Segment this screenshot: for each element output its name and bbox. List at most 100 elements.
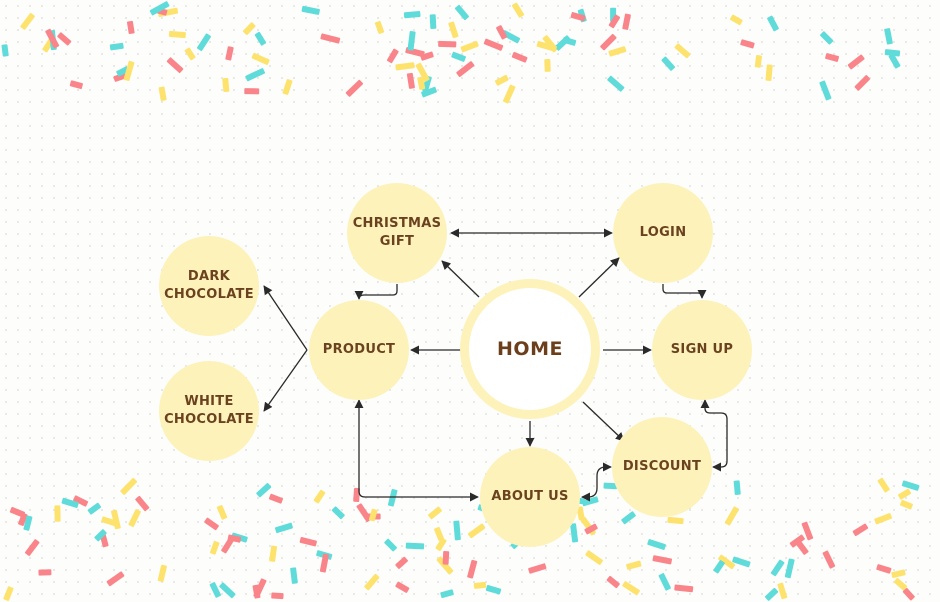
sprinkle [606,575,620,589]
sprinkle [395,62,415,71]
node-christmas-gift-label: CHRISTMAS GIFT [352,216,442,249]
sprinkle [274,522,293,534]
sprinkle [111,509,121,530]
sprinkle [254,31,267,46]
sprinkle [301,5,320,15]
sprinkle [368,508,378,522]
sprinkle [467,523,486,539]
sprinkle [600,33,617,51]
sprinkle [3,586,14,601]
node-sign-up-label: SIGN UP [670,342,734,357]
node-login-label: LOGIN [639,225,687,240]
sprinkle [209,582,221,598]
node-discount-label: DISCOUNT [622,459,702,474]
sprinkle [69,80,83,89]
sprinkle [902,587,915,601]
sprinkle [576,506,585,521]
sprinkle [847,54,865,70]
sprinkle [116,66,130,77]
node-sign-up: SIGN UP [652,300,752,400]
sprinkle [674,584,694,593]
sprinkle [448,21,459,39]
sprinkle [166,57,184,73]
sprinkle [109,42,124,51]
sprinkle [485,585,502,595]
node-login: LOGIN [613,183,713,283]
sprinkle [608,46,627,57]
sprinkle [242,22,256,36]
node-white-chocolate-label: WHITE CHOCOLATE [164,394,254,427]
sprinkle [282,79,293,95]
node-home: HOME [460,279,600,419]
sprinkle [219,582,236,599]
sprinkle [407,31,416,51]
sprinkle [754,54,763,68]
sprinkle [536,40,557,52]
sprinkle [101,516,118,527]
sprinkle [822,550,836,569]
sprinkle [852,523,869,537]
sprinkle [562,36,577,46]
sprinkle [891,569,906,578]
sprinkle [126,20,135,35]
sprinkle [893,577,908,591]
sprinkle [900,499,913,510]
sprinkle [436,556,454,575]
sprinkle [157,564,167,582]
sprinkle [135,495,150,512]
sprinkle [502,84,516,104]
sprinkle [45,28,60,49]
sprinkle [290,567,298,584]
sprinkle [313,489,326,504]
sprinkle [405,542,425,550]
sprinkle [23,515,33,531]
sprinkle [168,30,186,39]
sprinkle [622,581,640,596]
node-white-chocolate: WHITE CHOCOLATE [159,361,259,461]
sprinkle [271,592,284,600]
node-christmas-gift: CHRISTMAS GIFT [347,183,447,283]
sprinkle [38,569,52,576]
edge-product-to-about-us [354,399,479,502]
sprinkle [877,477,890,493]
sprinkle [384,538,397,552]
sprinkle [765,64,773,81]
sprinkle [585,550,603,565]
sprinkle [87,502,102,515]
sprinkle [770,559,785,577]
node-product-label: PRODUCT [322,342,396,357]
edge-product-to-white-chocolate [263,349,308,412]
sprinkle [501,30,521,44]
sprinkle [713,560,725,574]
sprinkle [674,43,691,59]
sprinkle [345,79,364,97]
sprinkle [511,51,528,63]
sprinkle [621,511,636,525]
sprinkle [331,506,345,520]
sprinkle [667,516,684,525]
node-about-us: ABOUT US [480,447,580,547]
sprinkle [784,558,795,579]
sprinkle [403,10,421,19]
sprinkle [729,14,743,26]
sprinkle [740,39,755,49]
sprinkle [196,33,211,51]
sprinkle [473,581,487,589]
sprinkle [245,68,266,82]
node-about-us-label: ABOUT US [491,489,569,504]
sprinkle [184,47,196,61]
sprinkle [374,20,385,34]
node-discount: DISCOUNT [612,417,712,517]
sprinkle [608,14,621,29]
sprinkle [494,74,509,86]
sprinkle [451,51,466,62]
sprinkle [406,72,415,89]
node-home-label: HOME [497,338,563,360]
sprinkle [61,497,79,508]
sprinkle [901,480,920,491]
sprinkle [386,48,399,64]
sprinkle [421,86,437,98]
sprinkle [216,504,228,520]
sprinkle [120,477,138,495]
